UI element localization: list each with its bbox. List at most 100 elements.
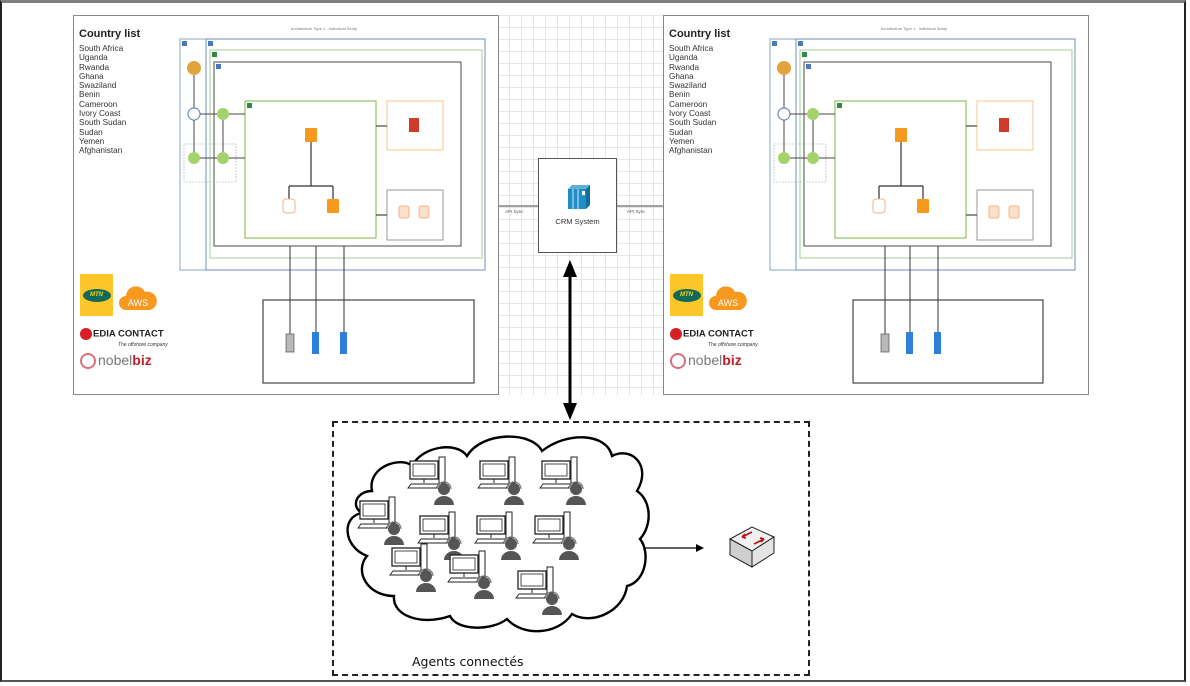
country-item: Cameroon (79, 99, 118, 109)
ec2-instance-icon (895, 128, 907, 142)
nat-gateway-icon (807, 108, 819, 120)
nobelbiz-logo: nobelbiz (670, 352, 742, 370)
country-item: Ghana (669, 71, 694, 81)
architecture-panel-right: Country list South Africa Uganda Rwanda … (663, 15, 1089, 395)
workspace-icon (398, 205, 410, 219)
country-item: Yemen (79, 136, 105, 146)
country-list-title: Country list (79, 28, 141, 40)
crm-system-label: CRM System (555, 217, 600, 226)
country-item: South Sudan (79, 118, 127, 128)
region-tag-icon (208, 41, 213, 46)
arrow-up-icon (563, 260, 577, 277)
aws-architecture-diagram (179, 38, 486, 384)
agent-workstation-icon (447, 550, 494, 599)
ec2-instance-icon (305, 128, 317, 142)
user-icon (187, 61, 201, 75)
country-item: Afghanistan (669, 146, 713, 156)
agents-label: Agents connectés (412, 654, 524, 669)
agent-workstation-icon (515, 566, 562, 615)
country-item: Afghanistan (79, 146, 123, 156)
country-item: Benin (669, 90, 690, 100)
agent-workstation-icon (539, 456, 586, 505)
country-item: Cameroon (669, 99, 708, 109)
file-server-icon (880, 333, 890, 353)
country-item: Swaziland (79, 81, 117, 91)
network-switch-icon (728, 526, 776, 568)
country-item: Ivory Coast (669, 109, 711, 119)
aws-logo: AWS (119, 286, 157, 310)
nat-gateway-icon (217, 108, 229, 120)
media-contact-tagline: The offshore company (118, 342, 168, 348)
country-list: South Africa Uganda Rwanda Ghana Swazila… (79, 44, 126, 156)
app-server-icon (934, 332, 941, 354)
country-item: Rwanda (79, 62, 110, 72)
country-item: Ivory Coast (79, 109, 121, 119)
file-server-icon (285, 333, 295, 353)
workspace-icon (988, 205, 1000, 219)
user-icon (777, 61, 791, 75)
country-item: Benin (79, 90, 100, 100)
country-item: Sudan (669, 127, 693, 137)
agent-workstation-icon (532, 511, 579, 560)
vpc-tag-icon (212, 52, 217, 57)
on-premise-box (262, 299, 475, 384)
workspace-icon (1008, 205, 1020, 219)
subnet-tag-icon (216, 64, 221, 69)
aws-logo: AWS (709, 286, 747, 310)
arrow-right-icon (696, 544, 704, 552)
country-item: Uganda (669, 53, 698, 63)
country-item: Uganda (79, 53, 108, 63)
media-contact-tagline: The offshore company (708, 342, 758, 348)
mtn-logo: MTN (80, 274, 113, 316)
crm-server-icon (568, 185, 590, 209)
ec2-database-icon (327, 199, 339, 213)
api-sync-label-left: API Sync (505, 209, 524, 214)
app-server-icon (340, 332, 347, 354)
partner-logos: MTN AWS EDIA CONTACT The offshore compan… (80, 274, 190, 384)
country-item: Swaziland (669, 81, 707, 91)
agent-workstation-icon (389, 543, 436, 592)
crm-system-box[interactable]: CRM System (538, 158, 617, 253)
mtn-logo: MTN (670, 274, 703, 316)
agents-diagram (346, 435, 776, 633)
country-item: South Africa (669, 44, 714, 53)
private-subnet-tag-icon (247, 103, 252, 108)
agent-workstation-icon (407, 456, 454, 505)
subnet-container (213, 61, 462, 247)
backup-service-icon (409, 118, 419, 132)
vpn-gateway-icon (807, 152, 819, 164)
country-item: South Africa (79, 44, 124, 53)
aws-architecture-diagram (769, 38, 1076, 384)
workspace-icon (418, 205, 430, 219)
architecture-title: Architecture Type 1 - Individual Setup (290, 26, 358, 31)
database-server-icon (906, 332, 913, 354)
country-item: Yemen (669, 136, 695, 146)
nobelbiz-logo: nobelbiz (80, 352, 152, 370)
media-contact-logo: EDIA CONTACT (80, 328, 164, 340)
ec2-database-icon (917, 199, 929, 213)
agent-workstation-icon (417, 511, 464, 560)
architecture-panel-left: Country list South Africa Uganda Rwanda … (73, 15, 499, 395)
country-item: South Sudan (669, 118, 717, 128)
cloud-tag-icon (182, 41, 187, 46)
canvas-grid-background (497, 15, 667, 395)
svg-text:AWS: AWS (128, 298, 148, 308)
country-item: Ghana (79, 71, 104, 81)
database-server-icon (312, 332, 319, 354)
country-item: Sudan (79, 127, 103, 137)
arrow-down-icon (563, 403, 577, 420)
agent-workstation-icon (477, 456, 524, 505)
media-contact-logo: EDIA CONTACT (670, 328, 754, 340)
country-list-title: Country list (669, 28, 731, 40)
vpn-connection-icon (778, 152, 790, 164)
api-sync-label-right: API Sync (627, 209, 646, 214)
vpn-gateway-icon (217, 152, 229, 164)
region-container (205, 38, 486, 271)
country-list: South Africa Uganda Rwanda Ghana Swazila… (669, 44, 716, 156)
connected-agents-group: Agents connectés (332, 421, 810, 676)
backup-service-icon (999, 118, 1009, 132)
users-icon (872, 198, 886, 214)
vpn-group (183, 143, 237, 183)
